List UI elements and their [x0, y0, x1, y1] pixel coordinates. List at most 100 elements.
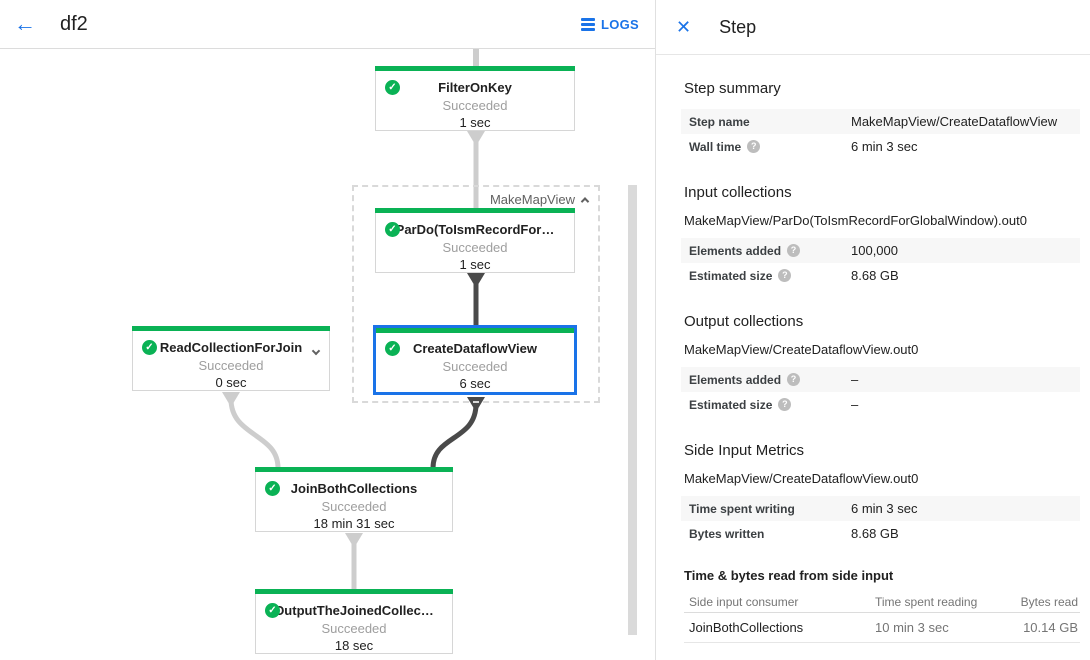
kv-label-text: Estimated size: [689, 268, 773, 283]
kv-value: 8.68 GB: [851, 268, 899, 283]
close-icon[interactable]: ✕: [676, 17, 692, 37]
cell-time-reading: 10 min 3 sec: [875, 620, 949, 635]
node-time: 1 sec: [459, 257, 491, 272]
input-collection-name: MakeMapView/ParDo(ToIsmRecordForGlobalWi…: [684, 213, 1027, 228]
kv-label-text: Time spent writing: [689, 501, 795, 516]
section-heading-output-collections: Output collections: [684, 313, 804, 330]
kv-row-wall-time: Wall time ? 6 min 3 sec: [681, 134, 1080, 159]
success-check-icon: ✓: [265, 481, 280, 496]
node-createdataflowview[interactable]: ✓ CreateDataflowView Succeeded 6 sec: [373, 325, 577, 395]
kv-label-text: Wall time: [689, 139, 742, 154]
kv-label-text: Estimated size: [689, 397, 773, 412]
kv-label: Estimated size ?: [689, 398, 851, 412]
node-status: Succeeded: [442, 359, 508, 374]
kv-value: 100,000: [851, 243, 898, 258]
group-makemapview-toggle[interactable]: MakeMapView: [489, 192, 590, 207]
col-side-input-consumer: Side input consumer: [689, 594, 799, 609]
node-status: Succeeded: [442, 98, 508, 113]
node-title: ParDo(ToIsmRecordFor…: [395, 222, 555, 237]
success-check-icon: ✓: [385, 222, 400, 237]
kv-label-text: Elements added: [689, 243, 782, 258]
kv-row-time-spent-writing: Time spent writing 6 min 3 sec: [681, 496, 1080, 521]
node-title: CreateDataflowView: [412, 341, 538, 356]
node-title: OutputTheJoinedCollec…: [274, 603, 434, 618]
success-check-icon: ✓: [265, 603, 280, 618]
success-check-icon: ✓: [385, 341, 400, 356]
help-icon[interactable]: ?: [778, 269, 792, 282]
kv-value: 6 min 3 sec: [851, 139, 918, 154]
table-row: JoinBothCollections 10 min 3 sec 10.14 G…: [684, 613, 1080, 643]
node-title: FilterOnKey: [438, 80, 512, 95]
group-makemapview: MakeMapView: [352, 185, 600, 403]
panel-content: Step summary Step name MakeMapView/Creat…: [656, 80, 1090, 643]
kv-row-step-name: Step name MakeMapView/CreateDataflowView: [681, 109, 1080, 134]
status-bar: [376, 328, 574, 333]
panel-header: ✕ Step: [656, 0, 1090, 55]
job-header: ← df2 LOGS: [0, 0, 655, 49]
node-status: Succeeded: [321, 621, 387, 636]
pipeline-graph-canvas[interactable]: MakeMapView ✓ FilterOnKey Succeeded 1 se…: [0, 49, 655, 660]
vertical-scrollbar[interactable]: [628, 185, 637, 635]
kv-label-text: Bytes written: [689, 526, 765, 541]
side-input-table: Side input consumer Time spent reading B…: [684, 591, 1080, 643]
side-input-collection-name: MakeMapView/CreateDataflowView.out0: [684, 471, 919, 486]
status-bar: [255, 589, 453, 594]
logs-button-label: LOGS: [600, 16, 639, 32]
kv-label: Step name: [689, 115, 851, 129]
kv-label: Time spent writing: [689, 502, 851, 516]
kv-row-elements-added: Elements added ? –: [681, 367, 1080, 392]
node-title: JoinBothCollections: [290, 481, 418, 496]
node-status: Succeeded: [442, 240, 508, 255]
section-heading-step-summary: Step summary: [684, 80, 781, 97]
kv-value: MakeMapView/CreateDataflowView: [851, 114, 1058, 129]
node-title: ReadCollectionForJoin: [159, 340, 303, 355]
kv-row-estimated-size: Estimated size ? –: [681, 392, 1080, 417]
kv-label-text: Elements added: [689, 372, 782, 387]
kv-label: Estimated size ?: [689, 269, 851, 283]
cell-consumer: JoinBothCollections: [689, 620, 804, 635]
back-arrow-icon[interactable]: ←: [14, 11, 36, 36]
node-pardo-toismrecord[interactable]: ✓ ParDo(ToIsmRecordFor… Succeeded 1 sec: [375, 208, 575, 273]
success-check-icon: ✓: [142, 340, 157, 355]
col-time-spent-reading: Time spent reading: [875, 594, 978, 609]
list-icon: [580, 17, 595, 31]
step-details-panel: ✕ Step Step summary Step name MakeMapVie…: [655, 0, 1090, 660]
help-icon[interactable]: ?: [778, 398, 792, 411]
side-input-table-heading: Time & bytes read from side input: [684, 568, 894, 583]
job-title: df2: [60, 12, 88, 35]
node-time: 18 min 31 sec: [313, 516, 395, 531]
logs-button[interactable]: LOGS: [580, 16, 639, 32]
chevron-up-icon: [580, 196, 590, 206]
node-joinbothcollections[interactable]: ✓ JoinBothCollections Succeeded 18 min 3…: [255, 467, 453, 532]
kv-label: Elements added ?: [689, 373, 851, 387]
node-status: Succeeded: [321, 499, 387, 514]
kv-row-elements-added: Elements added ? 100,000: [681, 238, 1080, 263]
node-status: Succeeded: [198, 358, 264, 373]
help-icon[interactable]: ?: [747, 140, 761, 153]
kv-row-estimated-size: Estimated size ? 8.68 GB: [681, 263, 1080, 288]
group-makemapview-label: MakeMapView: [489, 192, 575, 207]
chevron-down-icon[interactable]: [311, 341, 321, 359]
help-icon[interactable]: ?: [787, 373, 801, 386]
table-header-row: Side input consumer Time spent reading B…: [684, 591, 1080, 613]
node-readcollectionforjoin[interactable]: ✓ ReadCollectionForJoin Succeeded 0 sec: [132, 326, 330, 391]
node-time: 0 sec: [215, 375, 247, 390]
kv-value: –: [851, 397, 859, 412]
section-heading-input-collections: Input collections: [684, 184, 792, 201]
section-heading-side-input-metrics: Side Input Metrics: [684, 442, 805, 459]
kv-label-text: Step name: [689, 114, 750, 129]
status-bar: [375, 208, 575, 213]
node-time: 18 sec: [334, 638, 374, 653]
node-time: 6 sec: [459, 376, 491, 391]
col-bytes-read: Bytes read: [1020, 594, 1078, 609]
status-bar: [132, 326, 330, 331]
success-check-icon: ✓: [385, 80, 400, 95]
kv-value: –: [851, 372, 859, 387]
kv-row-bytes-written: Bytes written 8.68 GB: [681, 521, 1080, 546]
status-bar: [375, 66, 575, 71]
node-time: 1 sec: [459, 115, 491, 130]
node-outputthejoinedcollection[interactable]: ✓ OutputTheJoinedCollec… Succeeded 18 se…: [255, 589, 453, 654]
graph-edges: [222, 49, 485, 590]
help-icon[interactable]: ?: [787, 244, 801, 257]
node-filteronkey[interactable]: ✓ FilterOnKey Succeeded 1 sec: [375, 66, 575, 131]
